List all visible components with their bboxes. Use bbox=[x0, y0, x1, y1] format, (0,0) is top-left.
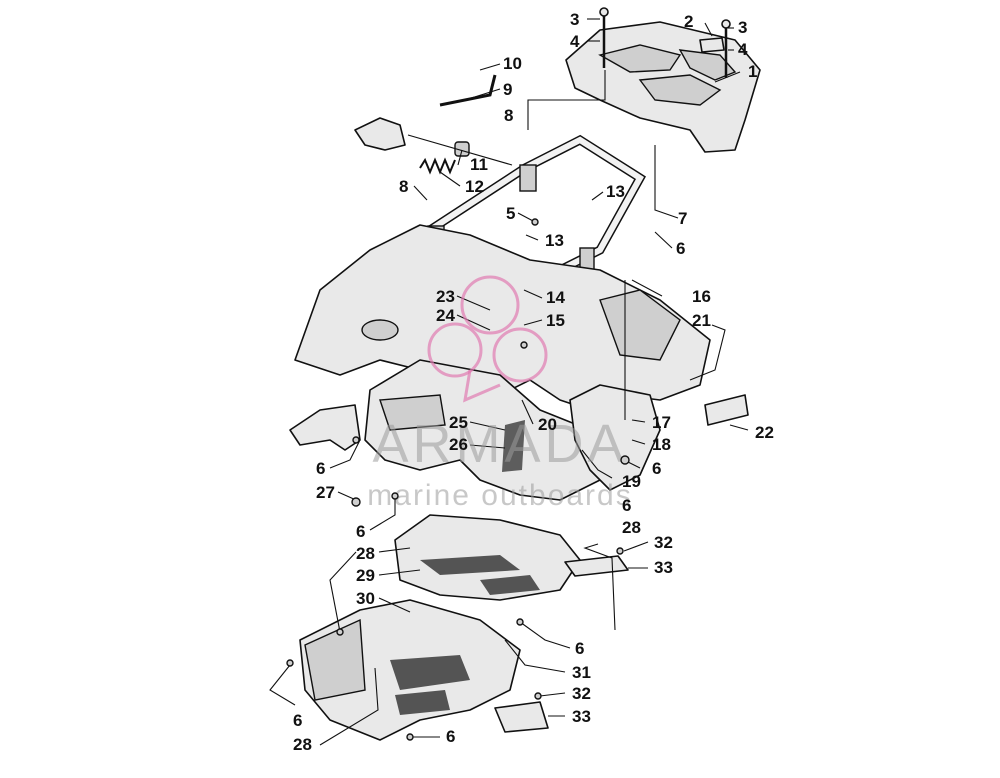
callout-28: 28 bbox=[356, 544, 375, 563]
callout-26: 26 bbox=[449, 435, 468, 454]
callout-18: 18 bbox=[652, 435, 671, 454]
pink-flower-logo-icon bbox=[427, 275, 548, 403]
callout-28: 28 bbox=[293, 735, 312, 754]
left-bracket-part bbox=[289, 404, 361, 451]
callout-12: 12 bbox=[465, 177, 484, 196]
decal-part bbox=[699, 37, 725, 53]
callout-33: 33 bbox=[654, 558, 673, 577]
callout-25: 25 bbox=[449, 413, 468, 432]
rear-panel-part bbox=[364, 359, 601, 501]
footwell-upper-part bbox=[394, 514, 581, 601]
callout-7: 7 bbox=[678, 209, 687, 228]
callout-32: 32 bbox=[654, 533, 673, 552]
callout-5: 6 bbox=[676, 239, 685, 258]
callout-6: 6 bbox=[652, 459, 661, 478]
rear-rack-part bbox=[565, 21, 761, 153]
callout-33: 33 bbox=[572, 707, 591, 726]
callout-6: 6 bbox=[316, 459, 325, 478]
callout-15: 15 bbox=[546, 311, 565, 330]
callout-29: 29 bbox=[356, 566, 375, 585]
callout-3: 3 bbox=[570, 10, 579, 29]
callout-22: 22 bbox=[755, 423, 774, 442]
step-rail-lower-part bbox=[494, 701, 549, 733]
latch-spring-part bbox=[419, 74, 497, 175]
callout-28: 28 bbox=[622, 518, 641, 537]
callout-1: 1 bbox=[748, 62, 757, 81]
callout-4: 4 bbox=[570, 32, 580, 51]
callout-2: 2 bbox=[684, 12, 693, 31]
callout-4: 4 bbox=[738, 40, 748, 59]
callout-6: 6 bbox=[446, 727, 455, 746]
watermark-brand: ARMADA bbox=[372, 414, 627, 474]
watermark: ARMADA marine outboards bbox=[367, 275, 632, 512]
footwell-lower-part bbox=[299, 599, 521, 741]
callout-13: 13 bbox=[545, 231, 564, 250]
callout-27: 27 bbox=[316, 483, 335, 502]
callout-19: 19 bbox=[622, 472, 641, 491]
callout-6: 6 bbox=[356, 522, 365, 541]
hardware-fasteners bbox=[286, 218, 630, 741]
callout-8: 8 bbox=[504, 106, 513, 125]
latch-bracket-part bbox=[354, 117, 406, 151]
callout-labels: 3 4 2 3 4 1 10 9 8 11 12 8 13 5 13 7 6 1… bbox=[293, 10, 774, 754]
callout-17: 17 bbox=[652, 413, 671, 432]
callout-23: 23 bbox=[436, 287, 455, 306]
rack-bolts-part bbox=[599, 7, 731, 78]
callout-20: 20 bbox=[538, 415, 557, 434]
side-decal-part bbox=[704, 394, 749, 426]
callout-6: 6 bbox=[622, 496, 631, 515]
callout-24: 24 bbox=[436, 306, 455, 325]
callout-13: 13 bbox=[606, 182, 625, 201]
callout-11: 11 bbox=[470, 155, 488, 174]
rear-fender-part bbox=[294, 224, 711, 411]
callout-16: 16 bbox=[692, 287, 711, 306]
callout-32: 32 bbox=[572, 684, 591, 703]
callout-30: 30 bbox=[356, 589, 375, 608]
callout-8: 8 bbox=[399, 177, 408, 196]
callout-6: 5 bbox=[506, 204, 515, 223]
callout-14: 14 bbox=[546, 288, 565, 307]
callout-9: 9 bbox=[503, 80, 512, 99]
callout-10: 10 bbox=[503, 54, 522, 73]
callout-6: 6 bbox=[293, 711, 302, 730]
callout-3: 3 bbox=[738, 18, 747, 37]
leader-lines bbox=[269, 18, 749, 746]
callout-31: 31 bbox=[572, 663, 591, 682]
callout-6: 6 bbox=[575, 639, 584, 658]
callout-21: 21 bbox=[692, 311, 711, 330]
watermark-tagline: marine outboards bbox=[367, 479, 632, 512]
